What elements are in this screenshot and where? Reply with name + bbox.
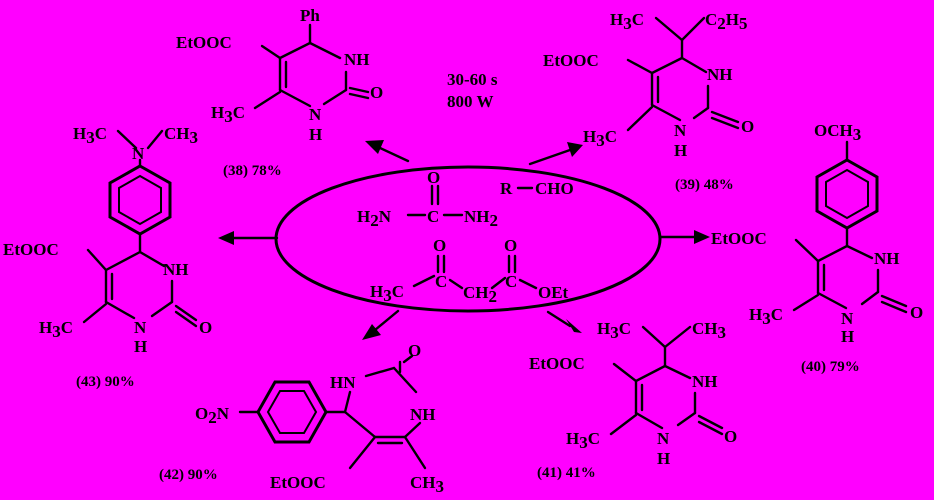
urea-reagent: O H2N C NH2 bbox=[357, 168, 498, 230]
svg-text:OEt: OEt bbox=[538, 283, 569, 302]
product-40-label: (40) 79% bbox=[801, 359, 860, 375]
svg-text:EtOOC: EtOOC bbox=[543, 51, 599, 70]
svg-text:HN: HN bbox=[330, 373, 356, 392]
svg-text:O: O bbox=[741, 117, 754, 136]
svg-text:O: O bbox=[427, 168, 440, 187]
product-41-label: (41) 41% bbox=[537, 465, 596, 481]
ketoester-reagent: O O H3C C CH2 C OEt bbox=[370, 236, 569, 306]
product-38-structure: Ph EtOOC NH N H O H3C bbox=[176, 6, 383, 144]
svg-text:NH: NH bbox=[410, 405, 436, 424]
product-40-structure: OCH3 EtOOC NH N H O H3C bbox=[711, 121, 923, 346]
svg-text:N: N bbox=[657, 429, 670, 448]
svg-text:CH2: CH2 bbox=[463, 283, 497, 306]
product-41-structure: H3C CH3 EtOOC NH N H O H3C bbox=[529, 319, 737, 468]
svg-text:H2N: H2N bbox=[357, 207, 392, 230]
svg-text:H: H bbox=[841, 327, 854, 346]
svg-text:C: C bbox=[427, 207, 439, 226]
svg-text:C: C bbox=[435, 272, 447, 291]
reaction-arrows bbox=[218, 140, 710, 340]
condition-power: 800 W bbox=[447, 92, 493, 111]
product-39-label: (39) 48% bbox=[675, 177, 734, 193]
svg-text:N: N bbox=[132, 144, 145, 163]
svg-text:O: O bbox=[433, 236, 446, 255]
svg-text:H3C: H3C bbox=[211, 103, 245, 126]
svg-text:H3C: H3C bbox=[73, 124, 107, 147]
phenyl-substituent: Ph bbox=[300, 6, 320, 25]
svg-text:NH: NH bbox=[692, 372, 718, 391]
svg-text:H3C: H3C bbox=[370, 282, 404, 305]
svg-text:NH2: NH2 bbox=[464, 207, 498, 230]
svg-text:C: C bbox=[505, 272, 517, 291]
svg-text:OCH3: OCH3 bbox=[814, 121, 861, 144]
svg-text:O: O bbox=[199, 318, 212, 337]
svg-text:H: H bbox=[674, 141, 687, 160]
product-43-structure: H3C N CH3 EtOOC NH N H O H3C bbox=[3, 124, 212, 356]
product-42-structure: O2N HN O NH CH3 EtOOC bbox=[195, 341, 444, 496]
svg-text:N: N bbox=[674, 121, 687, 140]
svg-text:H: H bbox=[134, 337, 147, 356]
svg-text:NH: NH bbox=[344, 50, 370, 69]
svg-text:EtOOC: EtOOC bbox=[176, 33, 232, 52]
svg-text:H3C: H3C bbox=[610, 10, 644, 33]
svg-text:CH3: CH3 bbox=[164, 124, 198, 147]
svg-text:H3C: H3C bbox=[749, 305, 783, 328]
svg-text:H3C: H3C bbox=[583, 127, 617, 150]
svg-text:NH: NH bbox=[163, 260, 189, 279]
svg-text:H: H bbox=[309, 125, 322, 144]
svg-text:CHO: CHO bbox=[535, 179, 574, 198]
svg-text:O: O bbox=[370, 83, 383, 102]
svg-text:H3C: H3C bbox=[39, 318, 73, 341]
aldehyde-reagent: R CHO bbox=[500, 179, 574, 198]
svg-text:N: N bbox=[309, 105, 322, 124]
product-38-label: (38) 78% bbox=[223, 163, 282, 179]
svg-text:N: N bbox=[841, 309, 854, 328]
svg-text:O: O bbox=[408, 341, 421, 360]
svg-text:N: N bbox=[134, 318, 147, 337]
condition-time: 30-60 s bbox=[447, 70, 498, 89]
svg-text:EtOOC: EtOOC bbox=[270, 473, 326, 492]
product-42-label: (42) 90% bbox=[159, 467, 218, 483]
product-39-structure: H3C C2H5 EtOOC NH N H O H3C bbox=[543, 10, 754, 160]
product-43-label: (43) 90% bbox=[76, 374, 135, 390]
svg-text:NH: NH bbox=[707, 65, 733, 84]
svg-text:O: O bbox=[504, 236, 517, 255]
svg-text:H3C: H3C bbox=[597, 319, 631, 342]
svg-text:R: R bbox=[500, 179, 513, 198]
svg-text:EtOOC: EtOOC bbox=[3, 240, 59, 259]
svg-text:EtOOC: EtOOC bbox=[529, 354, 585, 373]
svg-text:H: H bbox=[657, 449, 670, 468]
svg-text:CH3: CH3 bbox=[410, 473, 444, 496]
svg-text:O: O bbox=[724, 427, 737, 446]
svg-text:H3C: H3C bbox=[566, 429, 600, 452]
svg-text:CH3: CH3 bbox=[692, 319, 726, 342]
svg-text:O: O bbox=[910, 303, 923, 322]
svg-text:O2N: O2N bbox=[195, 404, 230, 427]
svg-text:C2H5: C2H5 bbox=[705, 10, 748, 33]
svg-text:NH: NH bbox=[874, 249, 900, 268]
svg-text:EtOOC: EtOOC bbox=[711, 229, 767, 248]
